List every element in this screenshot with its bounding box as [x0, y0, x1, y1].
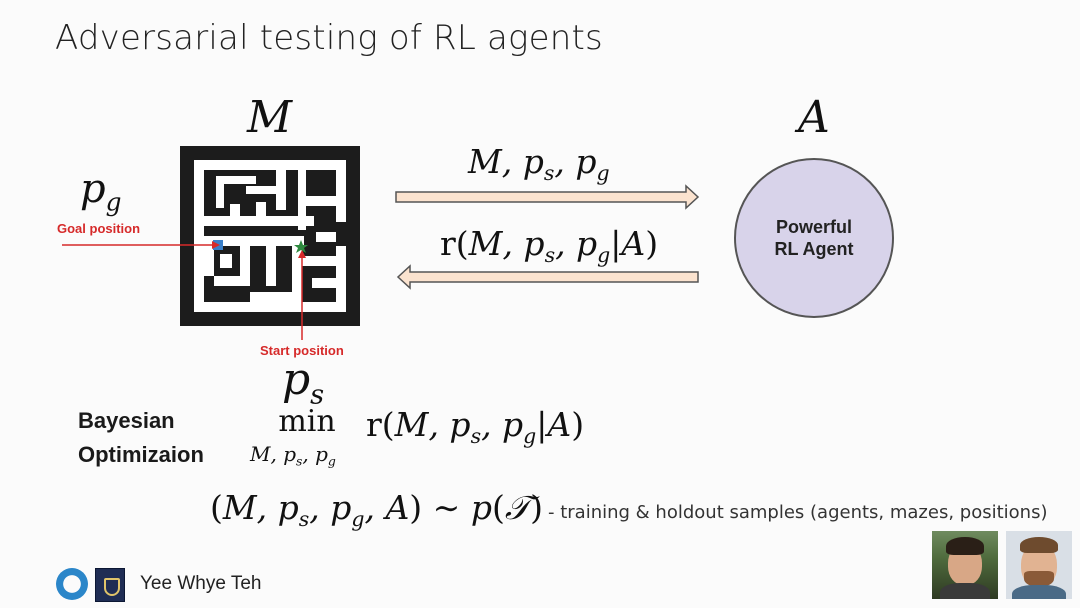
- start-marker: [294, 240, 308, 253]
- sampling-expression: (M, ps, pg, A) ∼ p(𝒯): [210, 488, 543, 532]
- objective-expression: r(M, ps, pg|A): [366, 405, 585, 449]
- speaker-name: Yee Whye Teh: [140, 573, 262, 594]
- arrows: [395, 184, 700, 290]
- forward-arrow-label: M, ps, pg: [468, 142, 610, 186]
- backward-arrow-label: r(M, ps, pg|A): [440, 224, 659, 268]
- backward-arrow: [396, 264, 699, 290]
- slide-title: Adversarial testing of RL agents: [55, 18, 603, 58]
- agent-symbol: A: [798, 92, 830, 143]
- bayes-line2: Optimizaion: [78, 442, 204, 467]
- forward-arrow: [395, 184, 700, 210]
- speaker-photo-1: [932, 531, 998, 599]
- start-position-label: Start position: [260, 343, 344, 358]
- bayes-line1: Bayesian: [78, 408, 175, 433]
- bayesian-optimization-label: Bayesian Optimizaion: [78, 404, 204, 472]
- min-subscript: M, ps, pg: [250, 442, 336, 469]
- goal-position-label: Goal position: [57, 221, 141, 236]
- agent-label-line1: Powerful: [775, 217, 852, 237]
- oxford-crest-icon: [95, 568, 125, 602]
- goal-symbol: pg: [80, 166, 122, 217]
- maze-graphic: [180, 146, 360, 326]
- agent-circle: Powerful RL Agent: [734, 158, 894, 318]
- deepmind-logo-icon: [56, 568, 88, 600]
- maze-symbol: M: [247, 92, 293, 143]
- speaker-photo-2: [1006, 531, 1072, 599]
- sampling-note: - training & holdout samples (agents, ma…: [548, 502, 1048, 523]
- start-symbol: ps: [282, 354, 325, 411]
- agent-label-line2: RL Agent: [774, 239, 854, 259]
- min-operator: min: [278, 404, 336, 439]
